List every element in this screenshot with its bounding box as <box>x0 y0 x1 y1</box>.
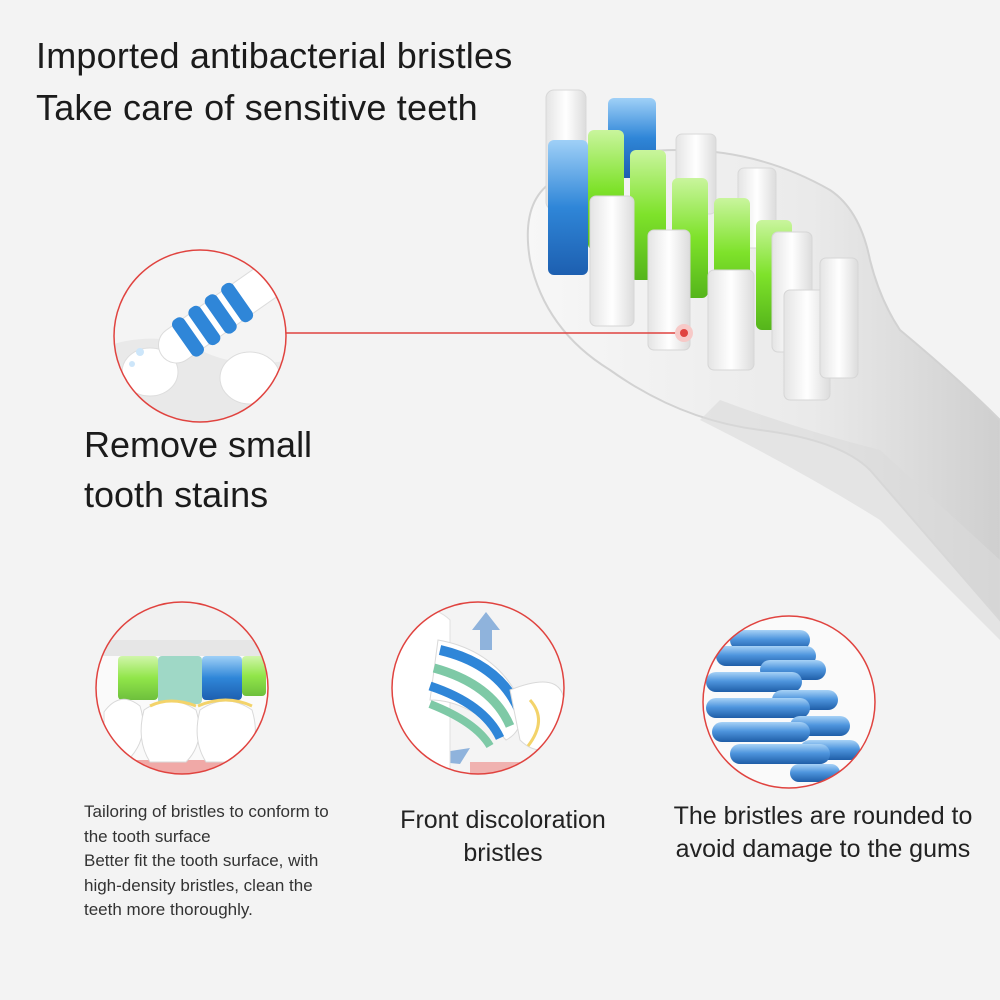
callout-line-1: Remove small <box>84 424 313 465</box>
feature-caption-rounded: The bristles are rounded to avoid damage… <box>650 800 996 866</box>
headline: Imported antibacterial bristles Take car… <box>36 30 512 134</box>
bristle-tufts <box>545 89 859 401</box>
headline-line-1: Imported antibacterial bristles <box>36 35 513 76</box>
caption-line: Front discoloration <box>400 806 606 834</box>
stain-removal-illustration <box>113 249 287 423</box>
headline-line-2: Take care of sensitive teeth <box>36 87 478 128</box>
caption-line: bristles <box>463 839 543 867</box>
caption-line: Tailoring of bristles to conform to <box>84 802 329 821</box>
caption-line: the tooth surface <box>84 826 211 846</box>
callout-line-2: tooth stains <box>84 474 269 515</box>
caption-line: Better fit the tooth surface, with <box>84 851 319 870</box>
caption-line: avoid damage to the gums <box>675 835 971 863</box>
front-bristles-illustration <box>391 601 565 775</box>
caption-line: high-density bristles, clean the <box>84 875 313 895</box>
feature-caption-contoured: Tailoring of bristles to conform to the … <box>84 800 384 923</box>
rounded-bristles-illustration <box>702 615 876 789</box>
caption-line: teeth more thoroughly. <box>84 900 253 919</box>
feature-caption-front: Front discoloration bristles <box>380 804 626 870</box>
callout-text: Remove small tooth stains <box>84 420 312 520</box>
caption-line: The bristles are rounded to <box>673 802 973 830</box>
contoured-bristles-illustration <box>95 601 269 775</box>
